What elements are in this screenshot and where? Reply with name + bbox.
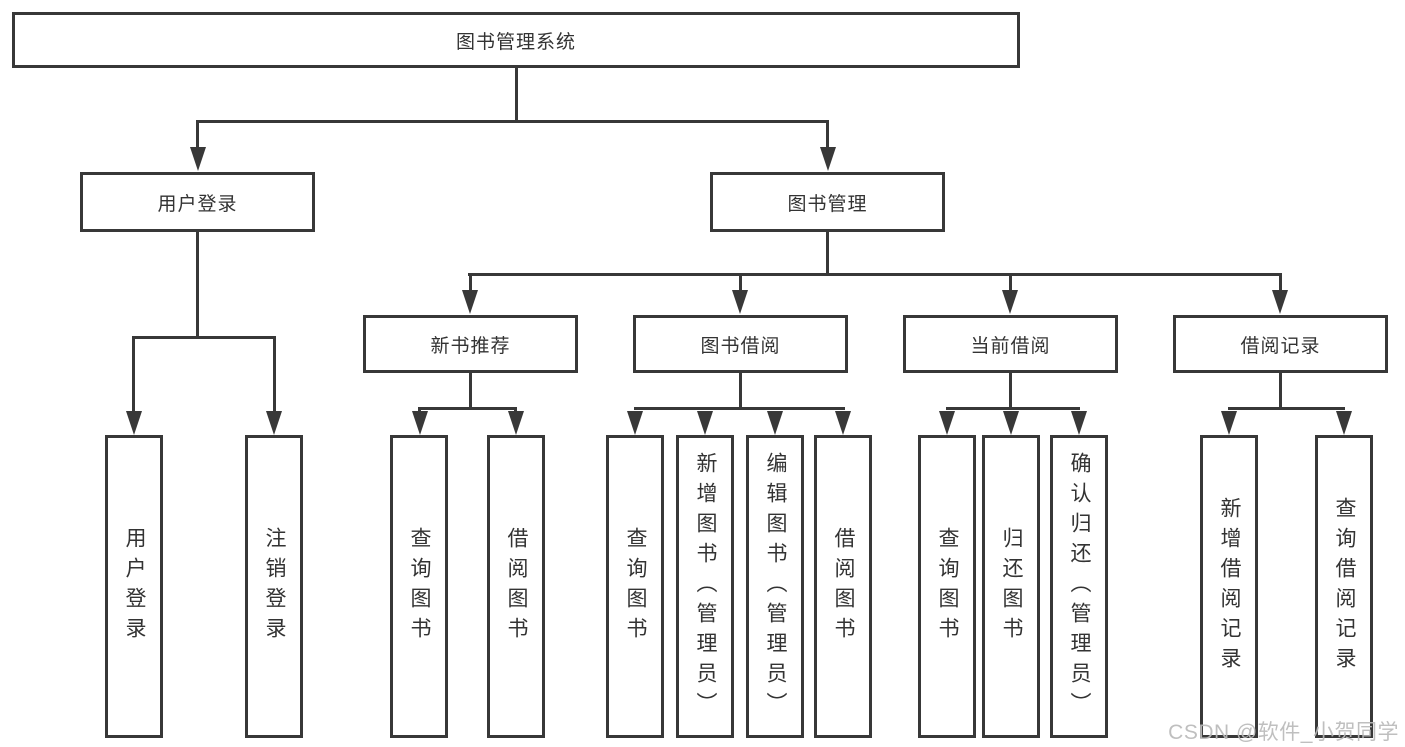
node-user-login-branch-label: 用户登录 [157,193,238,215]
arrowhead-down [126,411,142,435]
connector-br-stem [1279,373,1282,407]
arrowhead-down [627,411,643,435]
leaf-user-login-label: 用户登录 [123,526,146,647]
arrowhead-down [697,411,713,435]
connector-book-mgmt-stem [826,232,829,273]
leaf-bb-add-book-admin-label: 新增图书（管理员） [694,451,717,722]
connector-book-mgmt-drop-2 [739,273,742,293]
leaf-nbr-borrow-books: 借阅图书 [487,435,545,738]
arrowhead-down [462,290,478,314]
arrowhead-down [1336,411,1352,435]
leaf-br-add-record-label: 新增借阅记录 [1218,496,1241,677]
leaf-cb-query-books: 查询图书 [918,435,976,738]
node-book-management: 图书管理 [710,172,945,232]
leaf-br-query-record: 查询借阅记录 [1315,435,1373,738]
connector-root-bar [196,120,829,123]
node-root: 图书管理系统 [12,12,1020,68]
connector-cb-bar [946,407,1080,410]
connector-book-mgmt-drop-1 [469,273,472,293]
connector-book-mgmt-drop-4 [1279,273,1282,293]
node-book-borrowing-label: 图书借阅 [700,335,781,357]
leaf-bb-query-books: 查询图书 [606,435,664,738]
arrowhead-down [732,290,748,314]
node-book-borrowing: 图书借阅 [633,315,848,373]
leaf-user-login: 用户登录 [105,435,163,738]
node-book-management-label: 图书管理 [787,193,868,215]
leaf-bb-query-books-label: 查询图书 [624,526,647,647]
node-user-login-branch: 用户登录 [80,172,315,232]
node-current-borrowing-label: 当前借阅 [970,335,1051,357]
leaf-br-query-record-label: 查询借阅记录 [1333,496,1356,677]
connector-bb-stem [739,373,742,407]
leaf-cb-confirm-return-admin: 确认归还（管理员） [1050,435,1108,738]
leaf-cb-return-books-label: 归还图书 [1000,526,1023,647]
leaf-bb-edit-book-admin: 编辑图书（管理员） [746,435,804,738]
leaf-logout-label: 注销登录 [263,526,286,647]
connector-user-login-bar [132,336,276,339]
leaf-br-add-record: 新增借阅记录 [1200,435,1258,738]
connector-nbr-bar [418,407,517,410]
connector-nbr-stem [469,373,472,407]
arrowhead-down [820,147,836,171]
connector-user-login-drop-2 [273,336,276,414]
leaf-logout: 注销登录 [245,435,303,738]
node-root-label: 图书管理系统 [455,31,576,53]
connector-br-bar [1228,407,1345,410]
watermark: CSDN @软件_小贺同学 [1168,721,1399,744]
leaf-bb-borrow-books: 借阅图书 [814,435,872,738]
connector-user-login-drop-1 [132,336,135,414]
arrowhead-down [1272,290,1288,314]
node-borrowing-records: 借阅记录 [1173,315,1388,373]
leaf-cb-return-books: 归还图书 [982,435,1040,738]
connector-root-drop-left [196,120,199,150]
leaf-nbr-query-books-label: 查询图书 [408,526,431,647]
arrowhead-down [939,411,955,435]
arrowhead-down [508,411,524,435]
connector-user-login-stem [196,232,199,336]
arrowhead-down [767,411,783,435]
leaf-cb-query-books-label: 查询图书 [936,526,959,647]
node-borrowing-records-label: 借阅记录 [1240,335,1321,357]
arrowhead-down [835,411,851,435]
arrowhead-down [1003,411,1019,435]
leaf-nbr-borrow-books-label: 借阅图书 [505,526,528,647]
connector-book-mgmt-bar [468,273,1282,276]
leaf-nbr-query-books: 查询图书 [390,435,448,738]
connector-cb-stem [1009,373,1012,407]
connector-book-mgmt-drop-3 [1009,273,1012,293]
arrowhead-down [190,147,206,171]
arrowhead-down [412,411,428,435]
connector-root-stem [515,68,518,120]
connector-root-drop-right [826,120,829,150]
node-current-borrowing: 当前借阅 [903,315,1118,373]
leaf-cb-confirm-return-admin-label: 确认归还（管理员） [1068,451,1091,722]
arrowhead-down [266,411,282,435]
connector-bb-bar [634,407,845,410]
arrowhead-down [1221,411,1237,435]
node-new-book-recommend: 新书推荐 [363,315,578,373]
arrowhead-down [1071,411,1087,435]
node-new-book-recommend-label: 新书推荐 [430,335,511,357]
leaf-bb-add-book-admin: 新增图书（管理员） [676,435,734,738]
arrowhead-down [1002,290,1018,314]
leaf-bb-edit-book-admin-label: 编辑图书（管理员） [764,451,787,722]
leaf-bb-borrow-books-label: 借阅图书 [832,526,855,647]
